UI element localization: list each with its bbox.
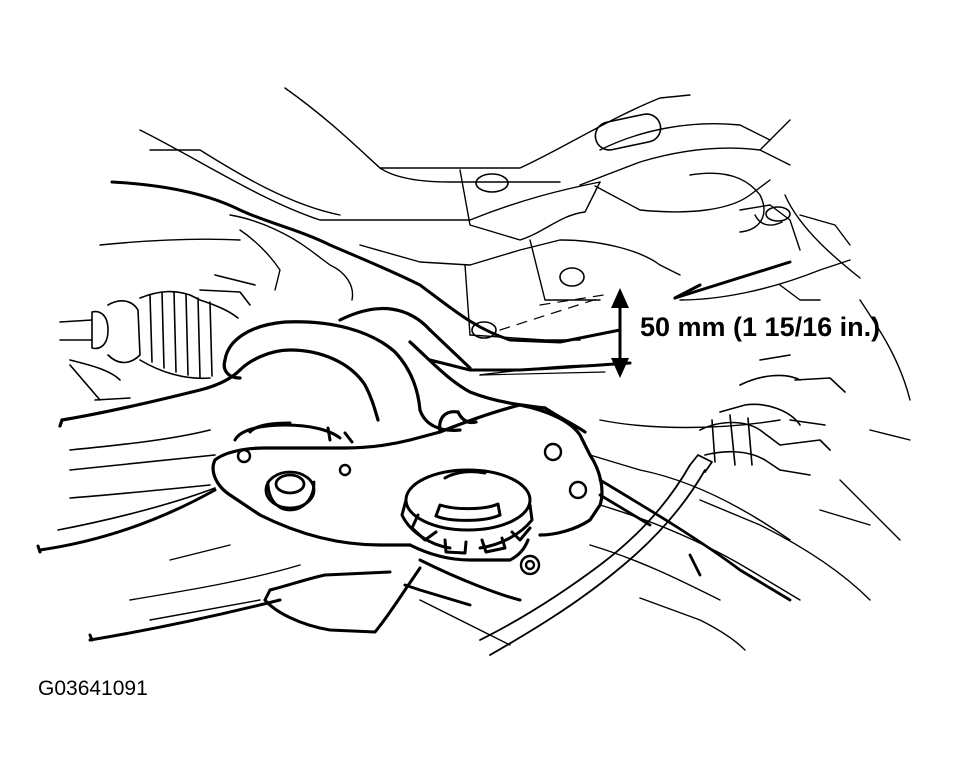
- dimension-reference-lines: [480, 294, 610, 375]
- lower-shield: [265, 568, 470, 632]
- figure-code: G03641091: [38, 677, 148, 700]
- lower-fine-lines: [130, 545, 510, 645]
- dimension-label: 50 mm (1 15/16 in.): [640, 312, 881, 342]
- right-frame-heavy: [600, 480, 790, 600]
- bracket-holes: [238, 444, 586, 574]
- right-frame-lines: [590, 300, 910, 650]
- stabilizer-link: [700, 355, 845, 475]
- drive-shaft-boot: [60, 275, 255, 400]
- lower-link: [38, 490, 520, 640]
- cable: [480, 455, 712, 655]
- knuckle-bracket: [213, 405, 602, 560]
- bolt-head-left: [266, 472, 314, 510]
- lower-arm-lines: [58, 430, 215, 530]
- bushing: [235, 423, 352, 442]
- castle-nut: [402, 470, 532, 553]
- panel-holes: [472, 113, 790, 338]
- dimension-arrow: [611, 288, 629, 378]
- body-frame-panel: [100, 88, 860, 375]
